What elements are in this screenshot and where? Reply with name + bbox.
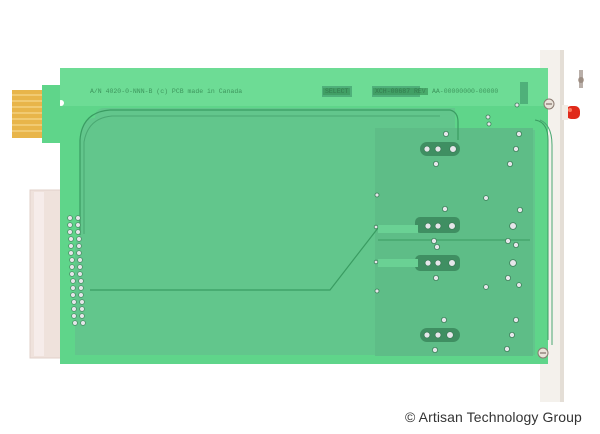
- gold-edge-connector: [12, 85, 60, 143]
- copyright-watermark: © Artisan Technology Group: [405, 409, 582, 425]
- silkscreen-select-label: SELECT: [323, 88, 351, 95]
- solder-pads: [373, 102, 524, 353]
- bracket-screw: [578, 70, 584, 88]
- mounting-screw-bottom: [537, 347, 549, 359]
- silkscreen-right-text: AA-00000000-00000: [432, 88, 499, 95]
- silkscreen-part-label: XCH-00687 REV: [373, 88, 428, 95]
- pcb-board: [58, 68, 553, 364]
- mounting-screw-top: [543, 98, 555, 110]
- red-led: [562, 105, 580, 120]
- pin-header: [67, 215, 86, 326]
- silkscreen-left-text: A/N 4020-0-NNN-B (c) PCB made in Canada: [90, 88, 243, 95]
